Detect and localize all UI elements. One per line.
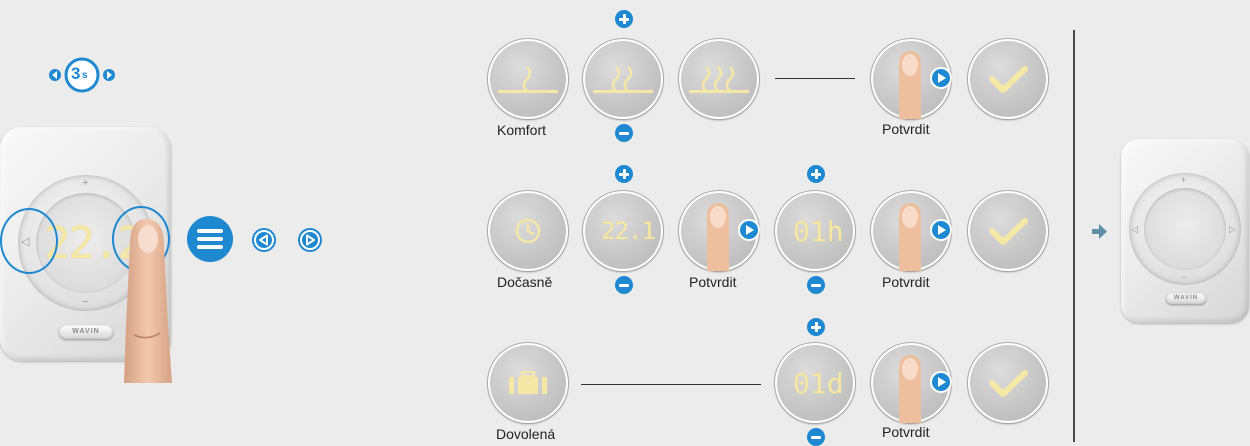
dovolena-confirm-label: Potvrdit xyxy=(882,424,930,440)
clock-icon xyxy=(515,218,541,244)
komfort-level-3-button[interactable] xyxy=(679,39,759,119)
hold-timer-icon xyxy=(49,57,115,93)
menu-icon[interactable] xyxy=(186,215,234,263)
days-value: 01d xyxy=(793,367,844,400)
finger-icon xyxy=(899,355,921,423)
docasne-check-button[interactable] xyxy=(968,191,1048,271)
komfort-label: Komfort xyxy=(497,122,547,138)
hold-timer-indicator: 3 s xyxy=(48,55,116,95)
right-mark: ▷ xyxy=(1229,224,1236,234)
arrow-right-icon[interactable] xyxy=(297,227,323,253)
arrow-right-icon xyxy=(930,371,952,393)
arrow-left-icon[interactable] xyxy=(251,227,277,253)
plus-mark: + xyxy=(82,177,89,189)
docasne-label: Dočasně xyxy=(497,274,553,290)
thermostat-device-result: + − ◁ ▷ WAVIN xyxy=(1121,139,1249,323)
finger-icon xyxy=(707,203,729,271)
arrow-right-solid-icon xyxy=(1092,224,1107,239)
docasne-confirm-temp-button[interactable] xyxy=(679,191,760,271)
finger-icon xyxy=(899,203,921,271)
control-ring xyxy=(1129,173,1241,285)
komfort-level-1-button[interactable] xyxy=(488,39,568,119)
check-icon xyxy=(989,66,1028,93)
arrow-right-icon xyxy=(738,219,760,241)
dovolena-check-button[interactable] xyxy=(968,343,1048,423)
docasne-confirm-hours-button[interactable] xyxy=(871,191,952,271)
left-mark: ◁ xyxy=(1131,224,1138,234)
pressing-finger-icon xyxy=(124,219,172,383)
days-button[interactable]: 01d xyxy=(775,343,855,423)
left-highlight-circle xyxy=(0,208,58,274)
hours-button[interactable]: 01h xyxy=(775,191,855,271)
minus-mark: − xyxy=(1181,272,1187,282)
docasne-button[interactable] xyxy=(488,191,568,271)
docasne-confirm1-label: Potvrdit xyxy=(689,274,737,290)
minus-mark: − xyxy=(82,296,89,308)
komfort-confirm-label: Potvrdit xyxy=(882,121,930,137)
plus-mark: + xyxy=(1181,175,1187,185)
dovolena-label: Dovolená xyxy=(496,426,556,442)
komfort-confirm-button[interactable] xyxy=(871,39,952,119)
minus-icon[interactable] xyxy=(615,276,633,294)
hold-unit: s xyxy=(82,70,88,81)
plus-icon[interactable] xyxy=(615,165,633,183)
dovolena-button[interactable] xyxy=(488,343,568,423)
arrow-right-icon xyxy=(930,219,952,241)
check-icon xyxy=(989,218,1028,245)
display-area xyxy=(1144,188,1226,270)
finger-icon xyxy=(899,51,921,119)
plus-icon[interactable] xyxy=(807,318,825,336)
heat-wave-icon xyxy=(689,66,749,93)
vertical-divider xyxy=(1073,30,1075,442)
hours-value: 01h xyxy=(793,215,844,248)
minus-icon[interactable] xyxy=(807,276,825,294)
temperature-button[interactable]: 22.1 xyxy=(583,191,663,271)
docasne-confirm2-label: Potvrdit xyxy=(882,274,930,290)
connector-line xyxy=(775,78,855,79)
suitcase-icon xyxy=(509,371,547,394)
temp-value: 22.1 xyxy=(601,217,656,245)
plus-icon[interactable] xyxy=(807,165,825,183)
komfort-level-2-button[interactable] xyxy=(583,39,663,119)
dovolena-confirm-button[interactable] xyxy=(871,343,952,423)
connector-line xyxy=(581,384,761,385)
heat-wave-icon xyxy=(593,66,653,93)
komfort-check-button[interactable] xyxy=(968,39,1048,119)
minus-icon[interactable] xyxy=(615,124,633,142)
plus-icon[interactable] xyxy=(615,10,633,28)
brand-logo: WAVIN xyxy=(1166,293,1206,304)
minus-icon[interactable] xyxy=(807,428,825,446)
check-icon xyxy=(989,370,1028,397)
hold-seconds: 3 xyxy=(71,64,81,83)
brand-logo: WAVIN xyxy=(59,325,113,339)
arrow-right-icon xyxy=(930,67,952,89)
heat-wave-icon xyxy=(498,66,558,93)
